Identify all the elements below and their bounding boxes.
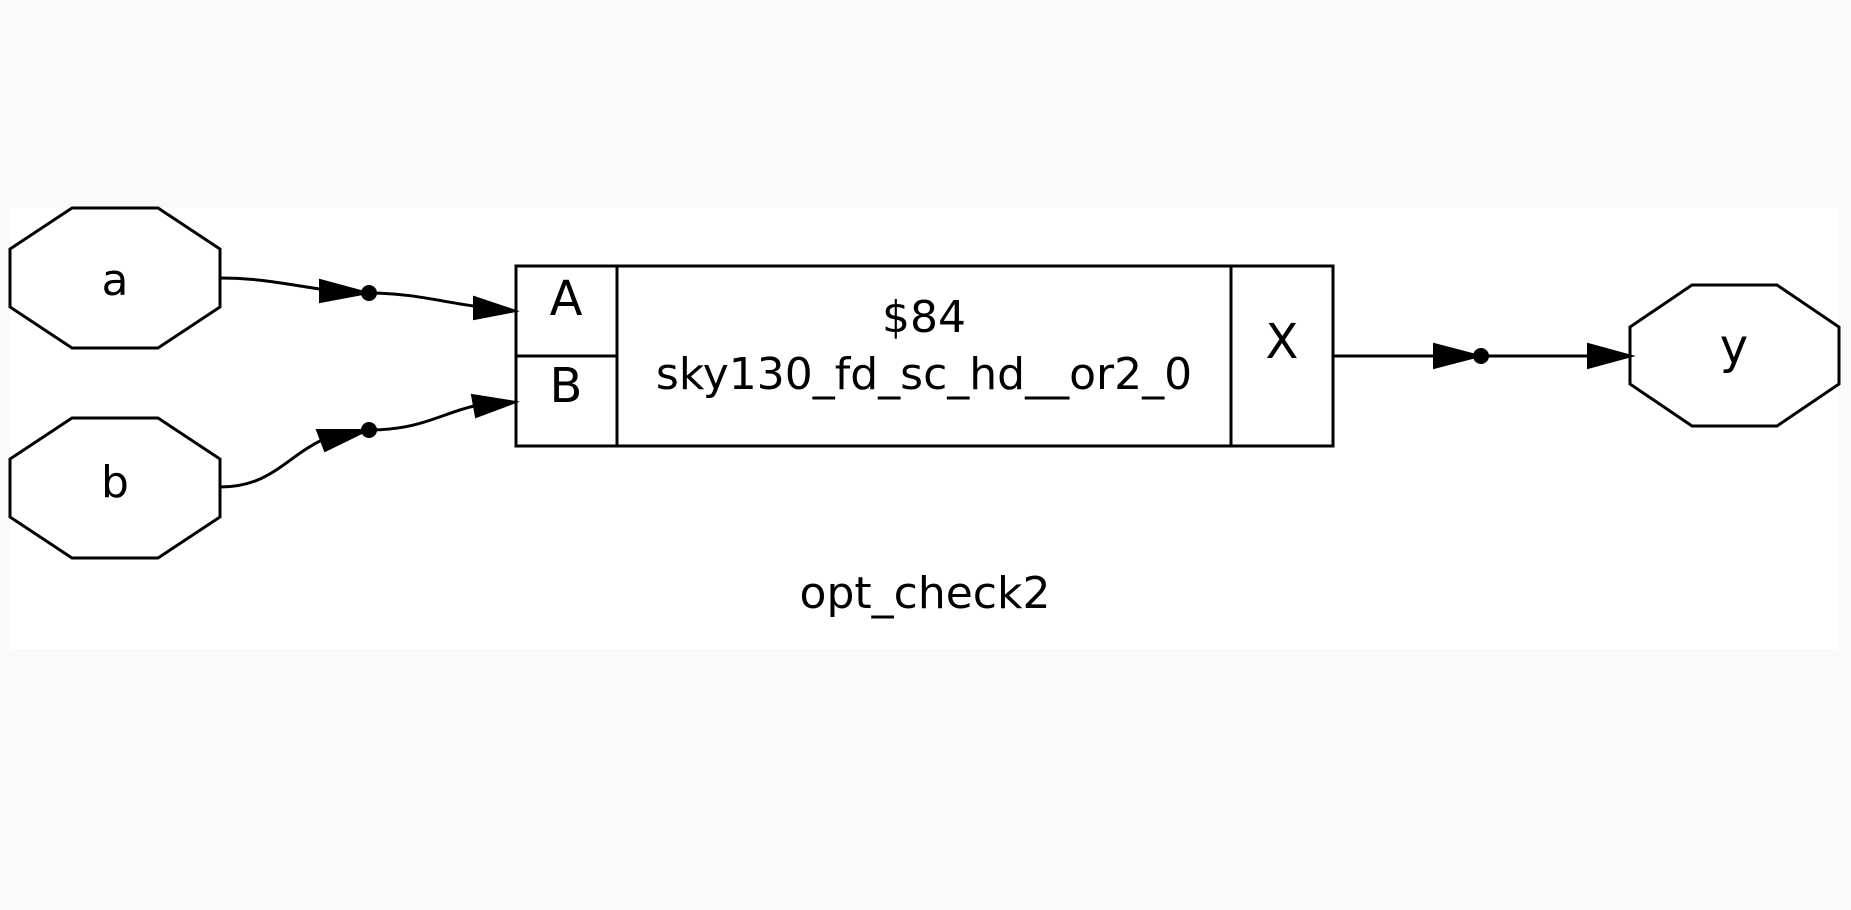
graph-title: opt_check2 bbox=[800, 568, 1051, 619]
octagon-shape-a bbox=[8, 206, 222, 350]
arrowhead-b-2 bbox=[470, 393, 520, 419]
cell-block[interactable]: A B $84 sky130_fd_sc_hd__or2_0 X bbox=[514, 264, 1335, 448]
octagon-shape-y bbox=[1628, 283, 1841, 428]
wire-a-to-port-a bbox=[219, 276, 520, 321]
wire-b-to-port-b bbox=[219, 393, 520, 489]
wire-a-segment-1 bbox=[219, 276, 321, 291]
arrowhead-a-2 bbox=[473, 295, 520, 321]
input-port-b-label: b bbox=[101, 457, 129, 508]
wire-b-segment-1 bbox=[219, 438, 323, 489]
cell-port-x: X bbox=[1266, 314, 1299, 370]
cell-type: sky130_fd_sc_hd__or2_0 bbox=[656, 349, 1192, 400]
input-port-a[interactable]: a bbox=[8, 206, 222, 350]
output-port-y-label: y bbox=[1720, 319, 1748, 375]
octagon-shape-b bbox=[8, 416, 222, 560]
graph-canvas bbox=[10, 208, 1839, 649]
arrowhead-a-1 bbox=[319, 278, 369, 304]
input-port-b[interactable]: b bbox=[8, 416, 222, 560]
cell-port-b: B bbox=[550, 358, 583, 414]
cell-port-a: A bbox=[550, 271, 583, 327]
arrowhead-b-1 bbox=[315, 429, 369, 453]
wire-a-segment-2 bbox=[368, 291, 475, 308]
input-port-a-label: a bbox=[102, 255, 129, 306]
output-port-y[interactable]: y bbox=[1628, 283, 1841, 428]
wire-x-to-output-y bbox=[1333, 342, 1636, 370]
arrowhead-x-1 bbox=[1433, 342, 1484, 370]
cell-id: $84 bbox=[882, 292, 966, 343]
wire-b-segment-2 bbox=[368, 404, 475, 432]
arrowhead-x-2 bbox=[1587, 342, 1636, 370]
